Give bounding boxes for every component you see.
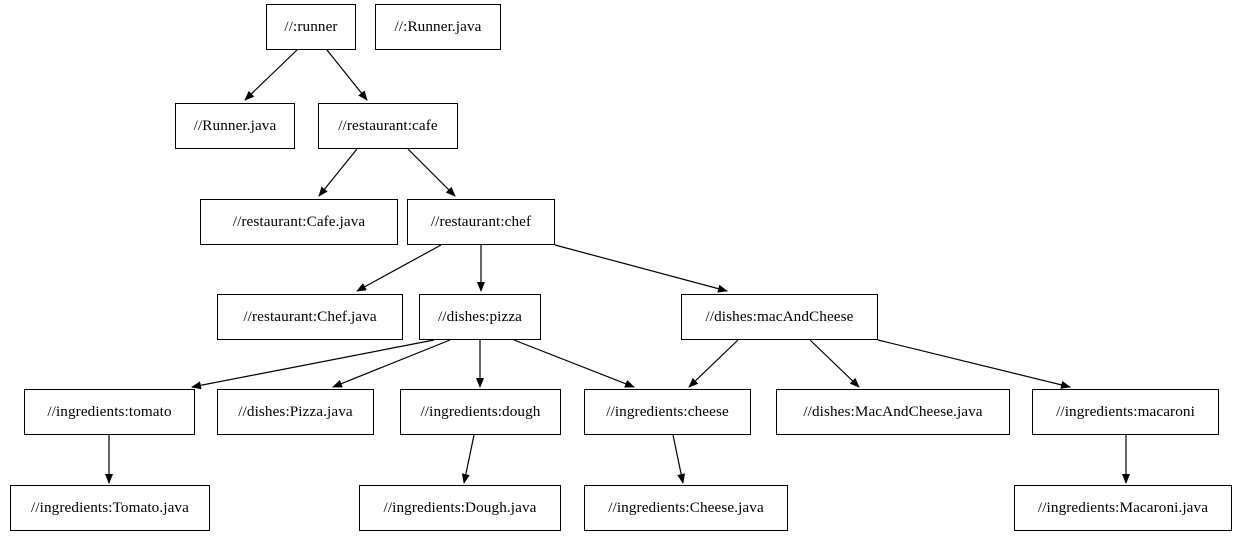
graph-node-ing_cheese[interactable]: //ingredients:cheese: [584, 389, 751, 435]
graph-node-label: //restaurant:Chef.java: [243, 308, 377, 326]
graph-edge-restaurant_cafe-to-restaurant_cafe_java: [318, 148, 358, 197]
graph-edge-runner-to-runner_java: [244, 49, 298, 101]
graph-node-runner[interactable]: //:runner: [266, 4, 356, 50]
graph-node-label: //restaurant:cafe: [338, 117, 438, 135]
graph-node-ing_dough_java[interactable]: //ingredients:Dough.java: [359, 485, 561, 531]
graph-node-ing_dough[interactable]: //ingredients:dough: [400, 389, 561, 435]
graph-node-ing_tomato[interactable]: //ingredients:tomato: [24, 389, 195, 435]
graph-node-label: //ingredients:Tomato.java: [31, 499, 189, 517]
graph-node-dishes_pizza_java[interactable]: //dishes:Pizza.java: [217, 389, 374, 435]
graph-edge-dishes_pizza-to-dishes_pizza_java: [332, 339, 451, 388]
graph-node-label: //ingredients:Cheese.java: [608, 499, 764, 517]
graph-edge-dishes_macandcheese-to-ing_macaroni: [877, 339, 1071, 389]
graph-node-label: //dishes:MacAndCheese.java: [803, 403, 983, 421]
graph-node-label: //:Runner.java: [394, 18, 482, 36]
graph-node-ing_cheese_java[interactable]: //ingredients:Cheese.java: [584, 485, 788, 531]
graph-node-ing_macaroni_java[interactable]: //ingredients:Macaroni.java: [1014, 485, 1232, 531]
graph-edge-runner-to-restaurant_cafe: [326, 49, 368, 101]
graph-node-ing_macaroni[interactable]: //ingredients:macaroni: [1032, 389, 1219, 435]
graph-edge-dishes_macandcheese-to-dishes_mac_java: [809, 339, 860, 388]
graph-edge-ing_dough-to-ing_dough_java: [461, 434, 475, 484]
graph-node-label: //ingredients:tomato: [47, 403, 172, 421]
graph-edge-restaurant_chef-to-dishes_macandcheese: [554, 244, 728, 293]
graph-edge-dishes_pizza-to-ing_tomato: [191, 339, 435, 390]
graph-node-restaurant_chef_java[interactable]: //restaurant:Chef.java: [217, 294, 403, 340]
graph-node-dishes_mac_java[interactable]: //dishes:MacAndCheese.java: [776, 389, 1010, 435]
graph-node-root_runner_java[interactable]: //:Runner.java: [375, 4, 501, 50]
graph-node-label: //ingredients:macaroni: [1056, 403, 1195, 421]
graph-node-dishes_macandcheese[interactable]: //dishes:macAndCheese: [681, 294, 878, 340]
graph-node-label: //ingredients:dough: [420, 403, 541, 421]
graph-node-ing_tomato_java[interactable]: //ingredients:Tomato.java: [10, 485, 210, 531]
graph-node-label: //ingredients:cheese: [606, 403, 729, 421]
graph-edge-restaurant_cafe-to-restaurant_chef: [407, 148, 456, 197]
graph-node-restaurant_chef[interactable]: //restaurant:chef: [407, 199, 555, 245]
graph-node-runner_java[interactable]: //Runner.java: [175, 103, 295, 149]
graph-node-label: //dishes:macAndCheese: [705, 308, 854, 326]
graph-node-restaurant_cafe[interactable]: //restaurant:cafe: [318, 103, 458, 149]
graph-edge-ing_cheese-to-ing_cheese_java: [672, 434, 686, 484]
graph-node-label: //restaurant:Cafe.java: [232, 213, 366, 231]
graph-node-label: //dishes:Pizza.java: [238, 403, 353, 421]
graph-node-dishes_pizza[interactable]: //dishes:pizza: [419, 294, 541, 340]
graph-node-label: //:runner: [284, 18, 338, 36]
graph-node-label: //restaurant:chef: [430, 213, 532, 231]
graph-node-label: //dishes:pizza: [437, 308, 523, 326]
graph-edge-dishes_pizza-to-ing_cheese: [513, 339, 635, 388]
graph-node-label: //ingredients:Macaroni.java: [1037, 499, 1209, 517]
graph-edge-restaurant_chef-to-restaurant_chef_java: [356, 244, 442, 292]
graph-node-label: //Runner.java: [193, 117, 277, 135]
graph-node-restaurant_cafe_java[interactable]: //restaurant:Cafe.java: [200, 199, 398, 245]
graph-node-label: //ingredients:Dough.java: [383, 499, 537, 517]
graph-edge-dishes_macandcheese-to-ing_cheese: [688, 339, 739, 388]
